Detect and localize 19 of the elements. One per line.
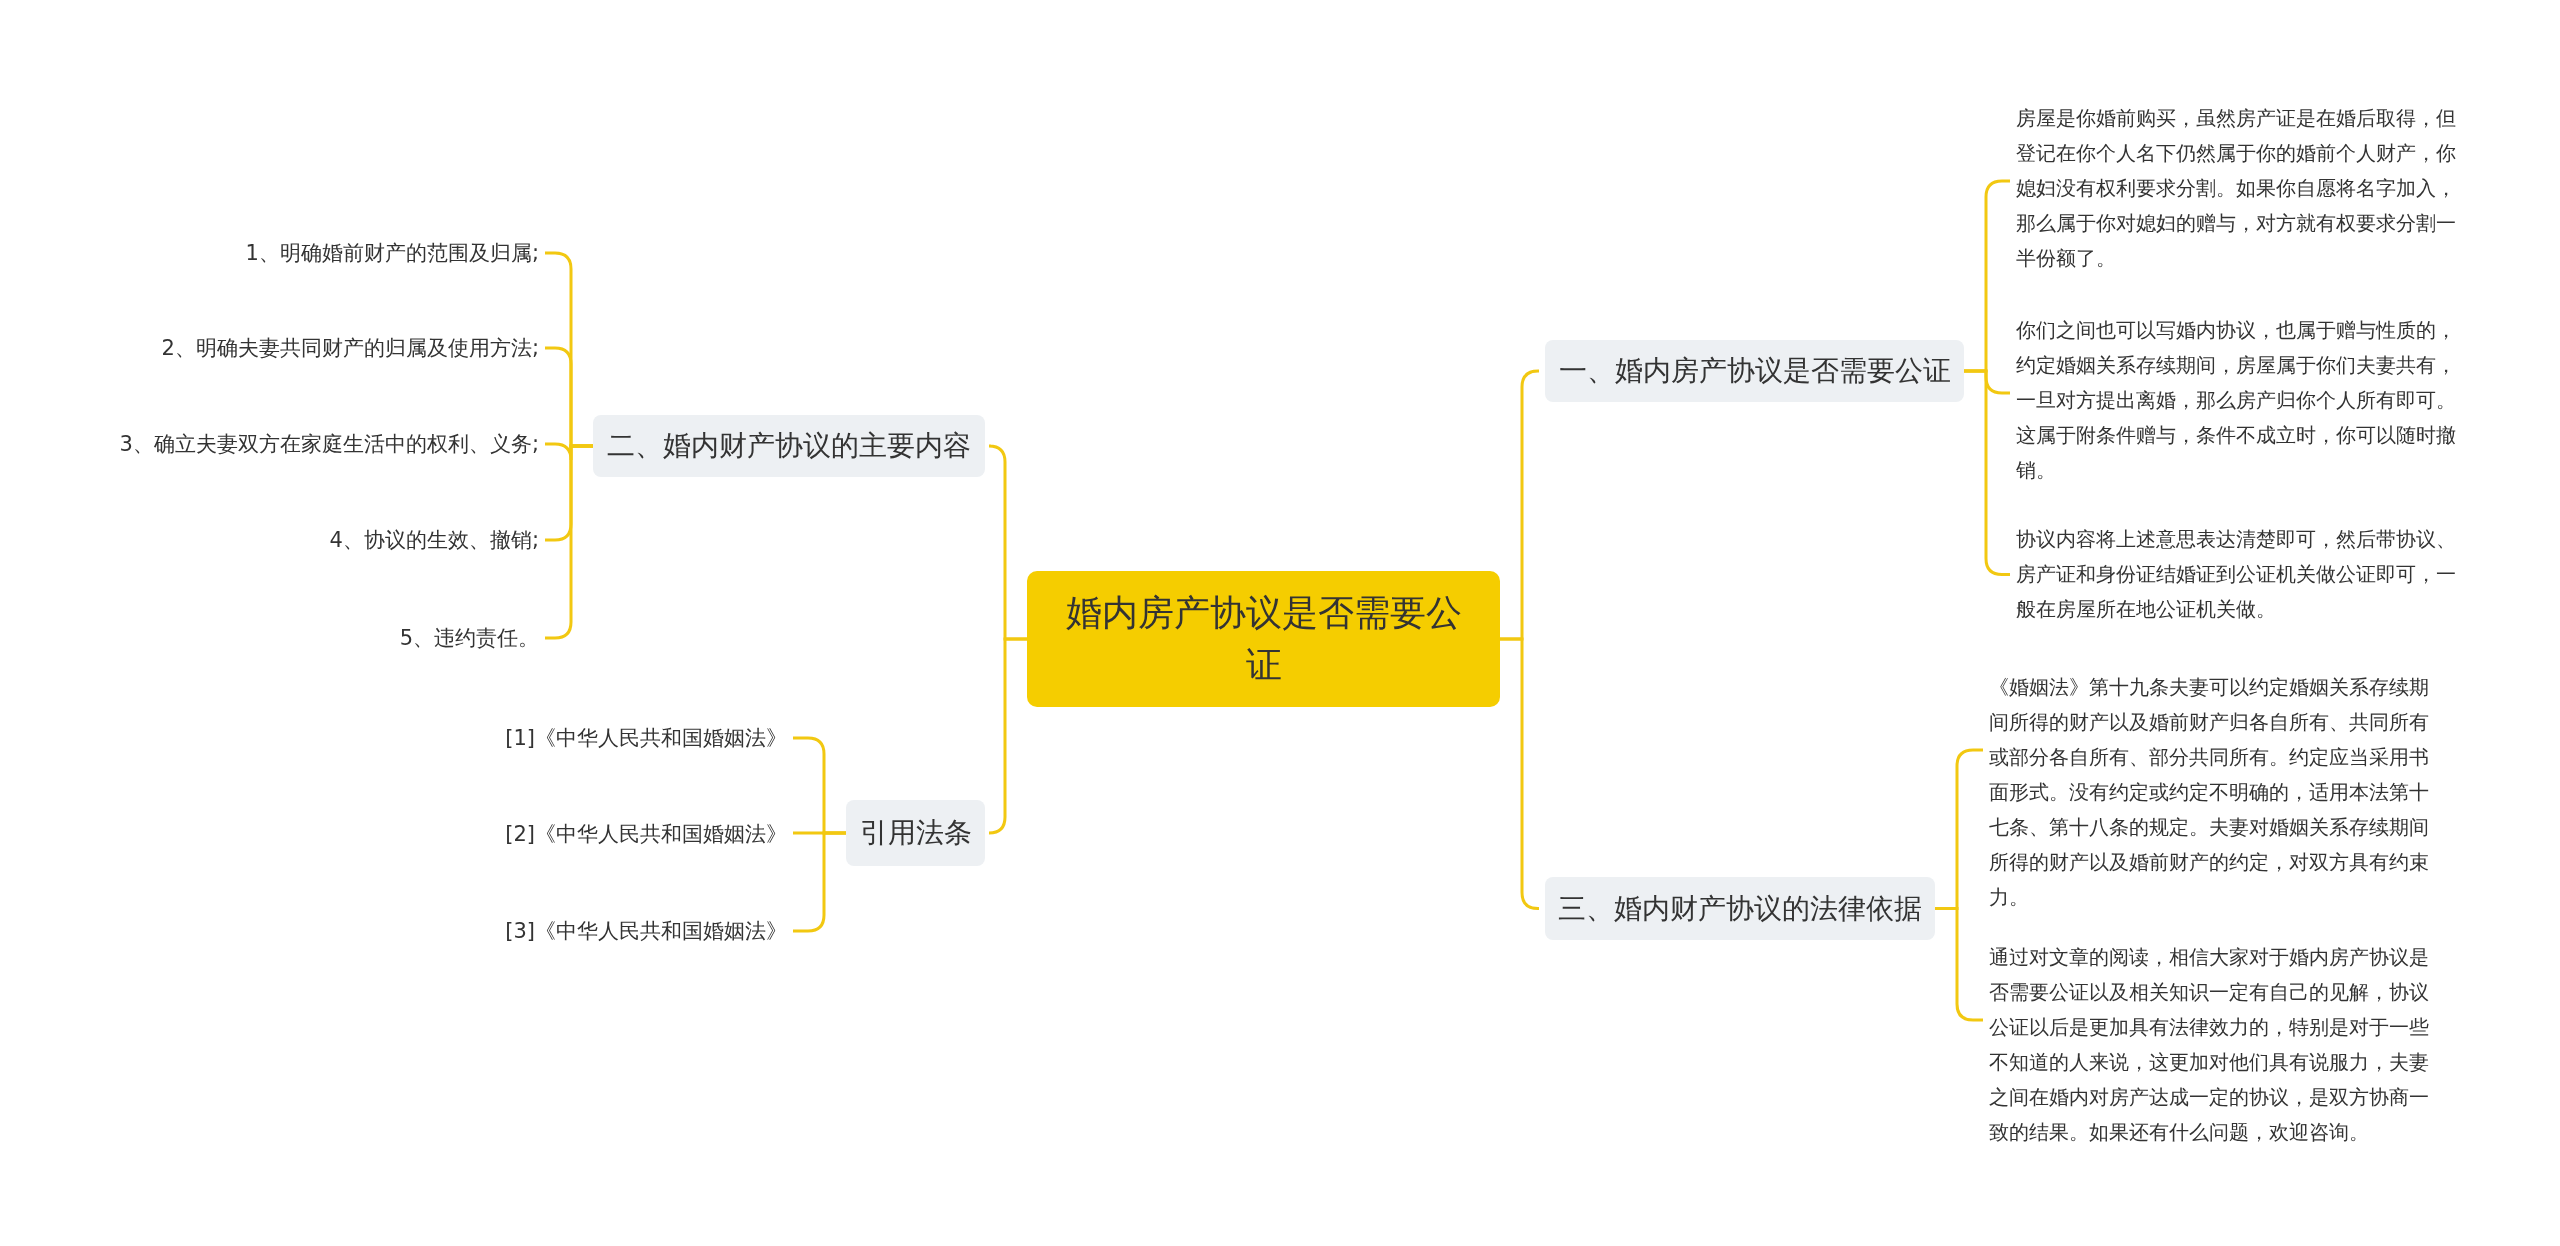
subtopic-text: [1]《中华人民共和国婚姻法》 [440, 722, 787, 754]
paragraph-text: 房屋是你婚前购买，虽然房产证是在婚后取得，但登记在你个人名下仍然属于你的婚前个人财产，你媳妇没有权利要求分割。如果你自愿将名字加入，那么属于你对媳妇的赠与，对方就有权要求分割一半份额了。 [2016, 101, 2460, 276]
subtopic-text: 3、确立夫妻双方在家庭生活中的权利、义务; [60, 428, 539, 460]
paragraph-text: 你们之间也可以写婚内协议，也属于赠与性质的，约定婚姻关系存续期间，房屋属于你们夫妻共有，一旦对方提出离婚，那么房产归你个人所有即可。这属于附条件赠与，条件不成立时，你可以随时撤销。 [2016, 313, 2460, 488]
subtopic-text: [3]《中华人民共和国婚姻法》 [440, 915, 787, 947]
subtopic-text: 1、明确婚前财产的范围及归属; [150, 237, 539, 269]
subtopic-text: 4、协议的生效、撤销; [200, 524, 539, 556]
paragraph-text: 协议内容将上述意思表达清楚即可，然后带协议、房产证和身份证结婚证到公证机关做公证即可，一般在房屋所在地公证机关做。 [2016, 522, 2460, 627]
topic-box: 一、婚内房产协议是否需要公证 [1545, 340, 1964, 402]
subtopic-text: 5、违约责任。 [250, 622, 539, 654]
topic-box: 引用法条 [846, 800, 985, 866]
connector-line [987, 637, 1027, 835]
subtopic-text: 2、明确夫妻共同财产的归属及使用方法; [100, 332, 539, 364]
topic-box: 二、婚内财产协议的主要内容 [593, 415, 985, 477]
subtopic-text: [2]《中华人民共和国婚姻法》 [440, 818, 787, 850]
central-topic-box: 婚内房产协议是否需要公证 [1027, 571, 1500, 707]
topic-box: 三、婚内财产协议的法律依据 [1545, 877, 1935, 940]
paragraph-text: 《婚姻法》第十九条夫妻可以约定婚姻关系存续期间所得的财产以及婚前财产归各自所有、共同所有或部分各自所有、部分共同所有。约定应当采用书面形式。没有约定或约定不明确的，适用本法第十七条、第十八条的规定。夫妻对婚姻关系存续期间所得的财产以及婚前财产的约定，对双方具有约束力。 [1989, 670, 2439, 915]
paragraph-text: 通过对文章的阅读，相信大家对于婚内房产协议是否需要公证以及相关知识一定有自己的见解，协议公证以后是更加具有法律效力的，特别是对于一些不知道的人来说，这更加对他们具有说服力，夫妻之间在婚内对房产达成一定的协议，是双方协商一致的结果。如果还有什么问题，欢迎咨询。 [1989, 940, 2439, 1150]
